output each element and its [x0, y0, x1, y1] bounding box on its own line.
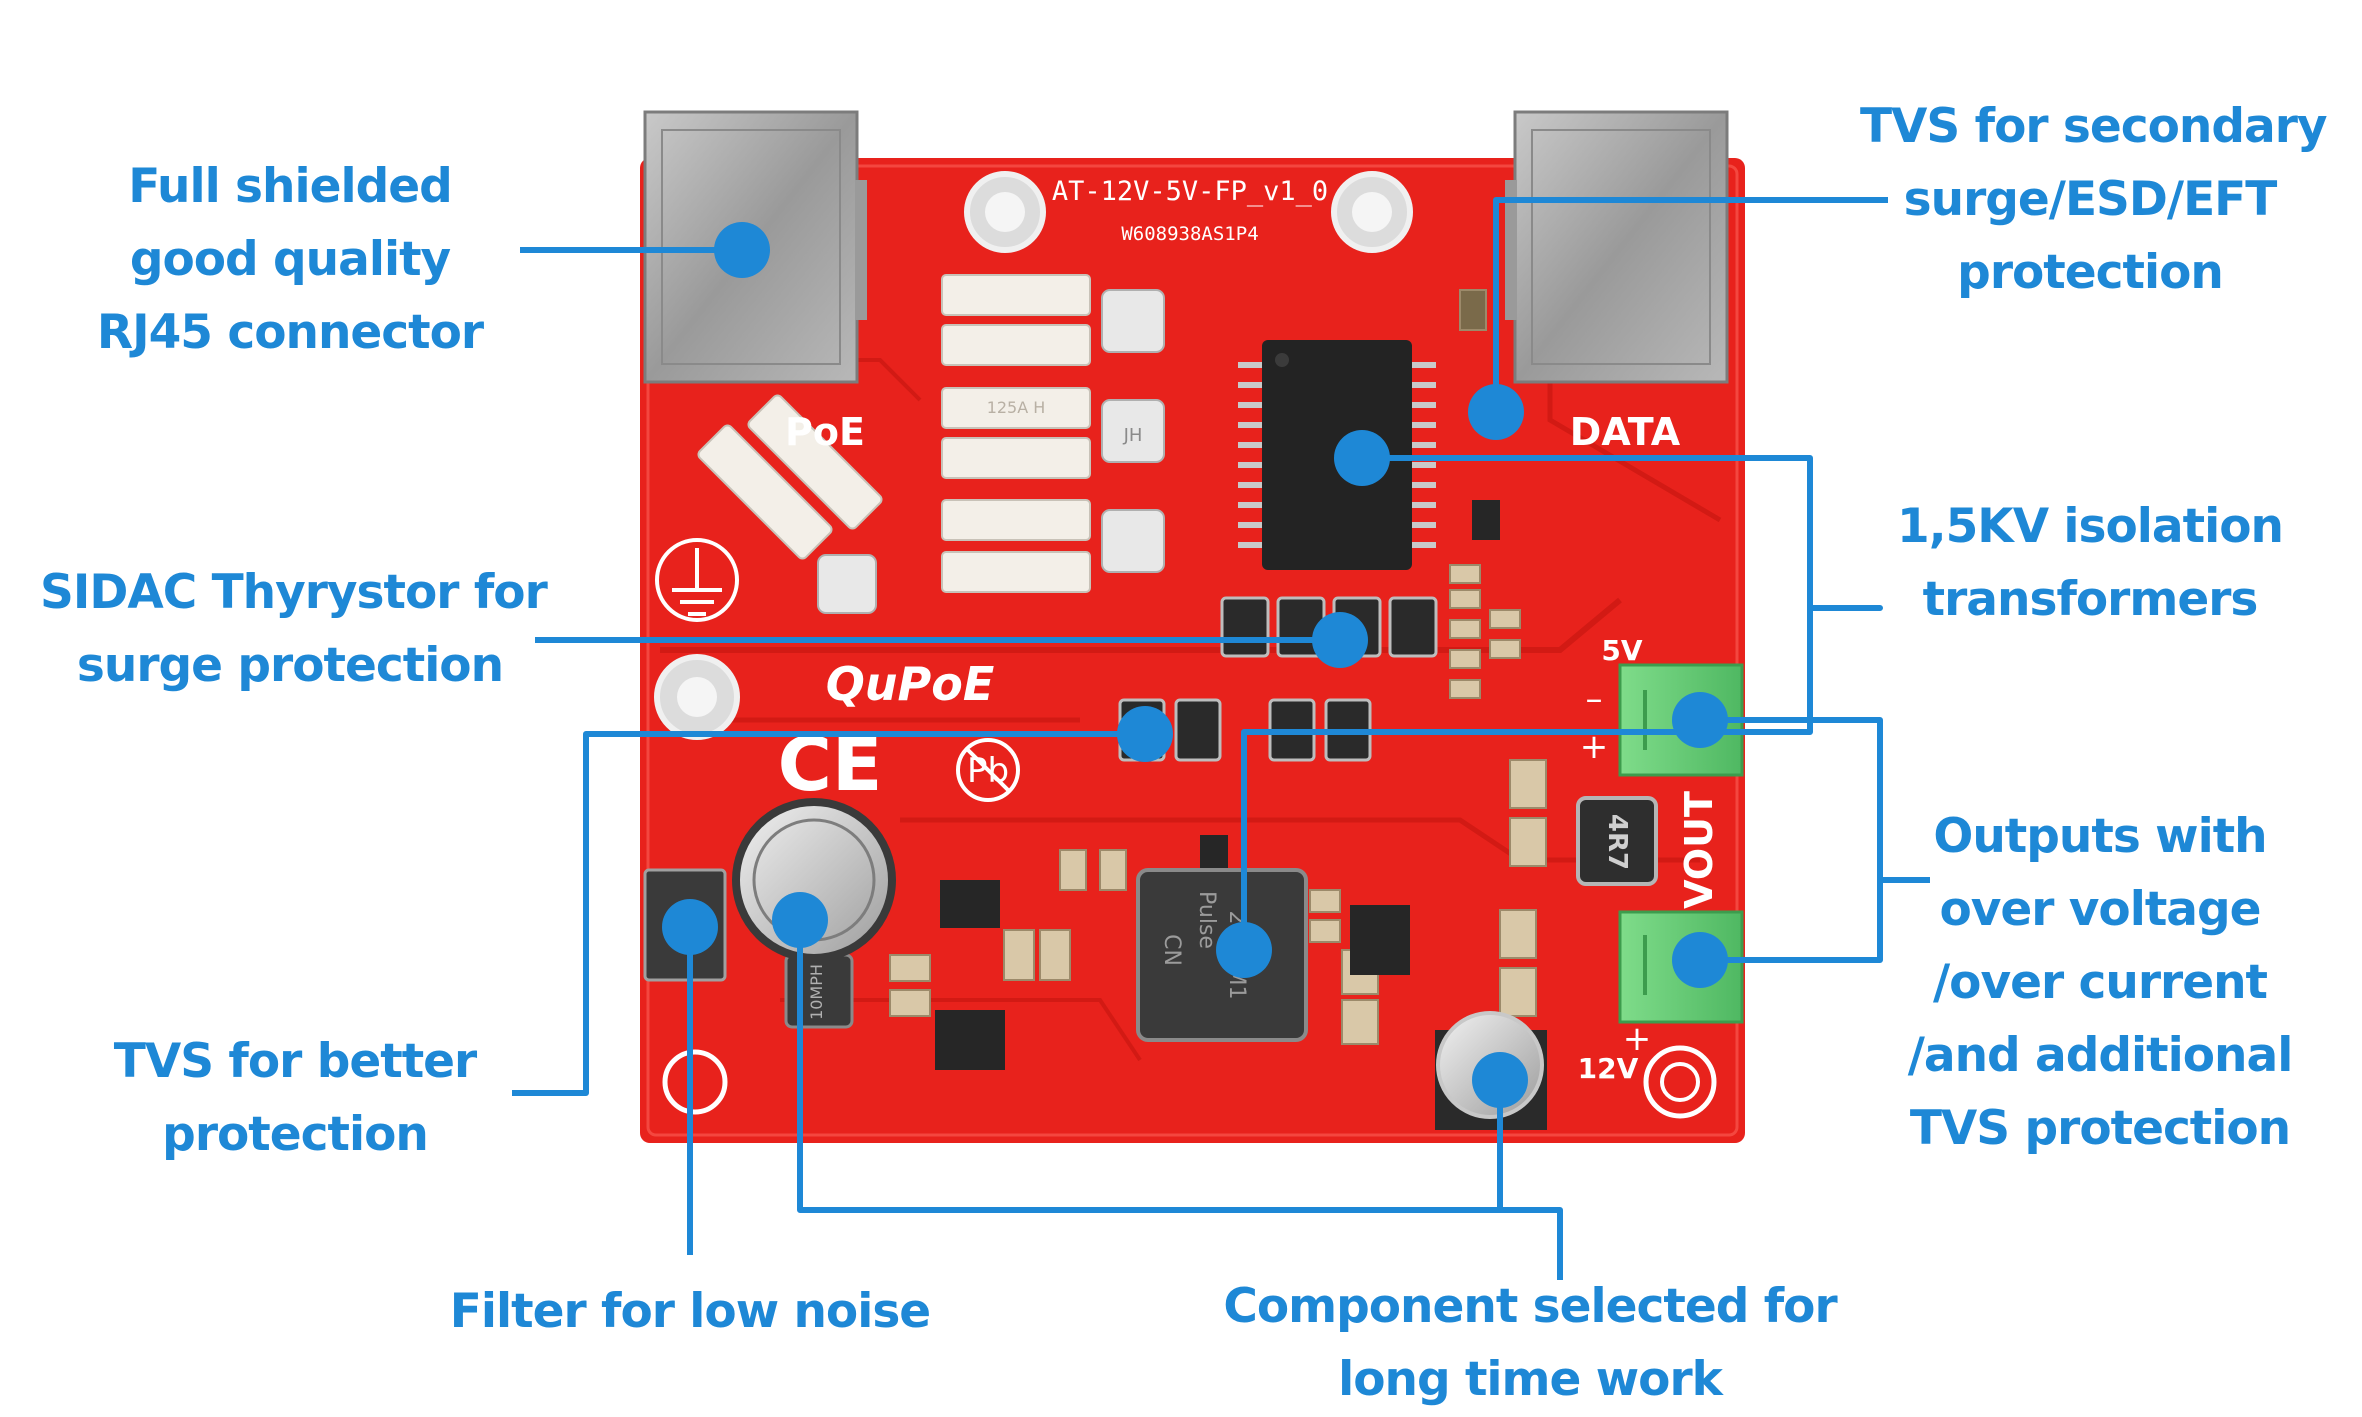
callout-outputs-line-3: /over current: [1933, 955, 2268, 1010]
v5-label: 5V: [1601, 634, 1642, 667]
dot-sidac: [1312, 612, 1368, 668]
data-label: DATA: [1570, 410, 1681, 454]
dot-transformer: [1216, 922, 1272, 978]
callout-outputs-line-5: TVS protection: [1909, 1101, 2291, 1156]
callout-tvs-better-line-2: protection: [162, 1107, 429, 1162]
board-model-text: AT-12V-5V-FP_v1_0: [1052, 176, 1328, 207]
minus-sign-5v: –: [1586, 679, 1603, 719]
callout-component: Component selected for long time work: [1210, 1270, 1850, 1416]
dot-isolation: [1334, 430, 1390, 486]
poe-label: PoE: [785, 410, 865, 454]
callout-outputs-line-2: over voltage: [1939, 882, 2261, 937]
callout-isolation: 1,5KV isolation transformers: [1880, 490, 2300, 636]
transformer-line-1: Pulse: [1194, 891, 1219, 949]
callout-outputs-line-1: Outputs with: [1933, 809, 2267, 864]
inductor-code: 4R7: [1602, 814, 1632, 870]
line-tvs-better: [512, 731, 1145, 1096]
line-component: [797, 920, 1563, 1280]
callout-component-line-1: Component selected for: [1223, 1279, 1837, 1334]
callout-isolation-line-1: 1,5KV isolation: [1897, 499, 2284, 554]
callout-sidac: SIDAC Thyrystor for surge protection: [40, 556, 548, 702]
callout-filter-line-1: Filter for low noise: [449, 1284, 931, 1339]
board-serial-text: W608938AS1P4: [1121, 223, 1258, 245]
fuse-array: 125A H: [697, 274, 1091, 593]
callout-component-line-2: long time work: [1338, 1352, 1723, 1407]
rj45-data-connector: [1505, 110, 1729, 384]
small-ics: [935, 500, 1500, 1070]
dot-component: [1472, 1052, 1528, 1108]
callout-filter: Filter for low noise: [440, 1275, 940, 1348]
callout-tvs-better: TVS for better protection: [80, 1025, 510, 1171]
cap-marking: JH: [1123, 425, 1143, 446]
mounting-holes: [654, 171, 1717, 1119]
callout-sidac-line-1: SIDAC Thyrystor for: [40, 565, 548, 620]
callout-tvs-secondary-line-3: protection: [1957, 245, 2224, 300]
callout-tvs-secondary-line-2: surge/ESD/EFT: [1903, 172, 2278, 227]
plus-sign-12v: +: [1623, 1019, 1652, 1059]
output-inductor: 4R7: [1576, 796, 1658, 886]
callout-tvs-better-line-1: TVS for better: [113, 1034, 477, 1089]
smd-capacitors: JH: [817, 289, 1165, 614]
line-isolation: [1241, 455, 1883, 950]
callout-tvs-secondary: TVS for secondary surge/ESD/EFT protecti…: [1860, 90, 2328, 309]
ground-icon: [655, 538, 739, 622]
callout-tvs-secondary-line-1: TVS for secondary: [1860, 99, 2328, 154]
dot-tvs-better: [1117, 706, 1173, 762]
dot-tvs-secondary: [1468, 384, 1524, 440]
callout-dots: [662, 222, 1728, 1108]
callout-isolation-line-2: transformers: [1922, 572, 2259, 627]
transformer-line-3: CN: [1159, 934, 1184, 966]
line-outputs: [1700, 717, 1883, 963]
brand-logo: QuPoE: [826, 657, 995, 711]
dot-capacitor: [772, 892, 828, 948]
dot-rj45: [714, 222, 770, 278]
fuse-marking: 125A H: [987, 398, 1046, 417]
v12-label: 12V: [1578, 1052, 1639, 1085]
callout-rj45-line-1: Full shielded: [128, 159, 453, 214]
vout-label: VOUT: [1677, 791, 1721, 909]
callout-rj45: Full shielded good quality RJ45 connecto…: [70, 150, 510, 369]
callout-outputs: Outputs with over voltage /over current …: [1880, 800, 2320, 1165]
pcb-board: [640, 158, 1745, 1143]
callout-rj45-line-2: good quality: [129, 232, 451, 287]
dot-filter: [662, 899, 718, 955]
callout-outputs-line-4: /and additional: [1907, 1028, 2294, 1083]
input-choke: 10MPH: [784, 953, 854, 1029]
callout-sidac-line-2: surge protection: [76, 638, 504, 693]
callout-rj45-line-3: RJ45 connector: [96, 305, 484, 360]
dot-output-5v: [1672, 692, 1728, 748]
rj45-poe-connector: [643, 110, 867, 384]
dot-output-12v: [1672, 932, 1728, 988]
pb-free-circle: [956, 738, 1020, 802]
line-tvs-secondary: [1493, 197, 1888, 412]
choke-marking: 10MPH: [807, 964, 826, 1020]
callout-lines: [512, 197, 1930, 1280]
